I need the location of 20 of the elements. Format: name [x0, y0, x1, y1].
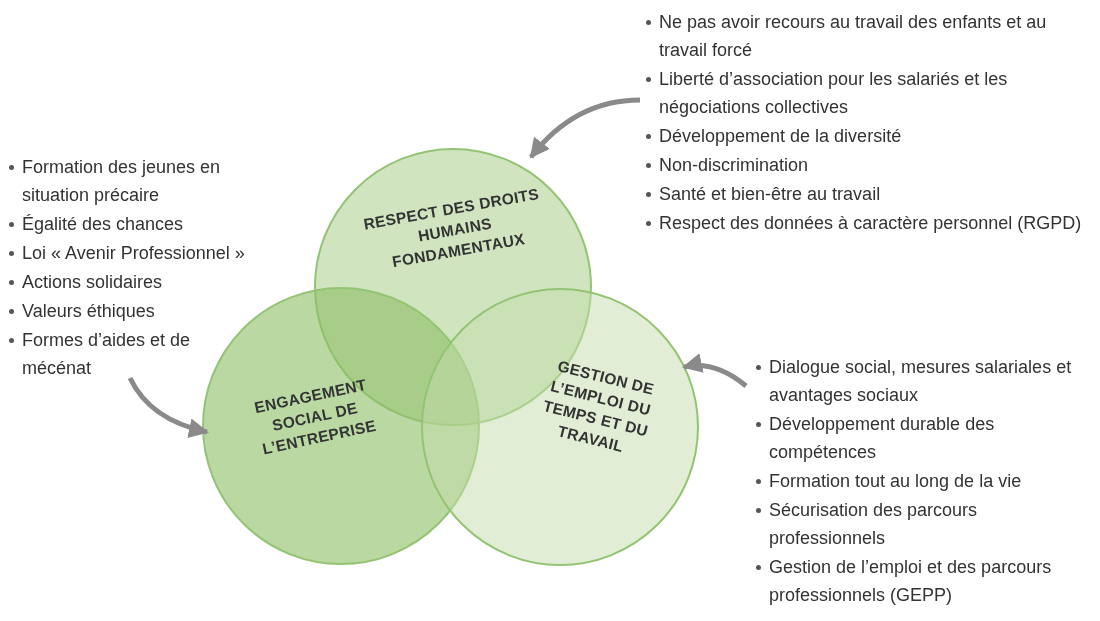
- bullet-item: Formation des jeunes en situation précaire: [8, 153, 258, 209]
- curved-arrow: [529, 97, 641, 159]
- bullet-item: Égalité des chances: [8, 210, 258, 238]
- bullet-item: Formation tout au long de la vie: [755, 467, 1095, 495]
- bullet-item: Actions solidaires: [8, 268, 258, 296]
- bullet-item: Ne pas avoir recours au travail des enfants et au travail forcé: [645, 8, 1095, 64]
- bullet-item: Formes d’aides et de mécénat: [8, 326, 258, 382]
- bullet-item: Sécurisation des parcours professionnels: [755, 496, 1095, 552]
- bullet-item: Respect des données à caractère personnel (RGPD): [645, 209, 1095, 237]
- curved-arrow: [127, 376, 209, 438]
- bullet-item: Loi « Avenir Professionnel »: [8, 239, 258, 267]
- bullet-item: Gestion de l’emploi et des parcours professionnels (GEPP): [755, 553, 1095, 609]
- bullet-item: Valeurs éthiques: [8, 297, 258, 325]
- bullet-item: Non-discrimination: [645, 151, 1095, 179]
- bullet-item: Développement durable des compétences: [755, 410, 1095, 466]
- bullet-item: Développement de la diversité: [645, 122, 1095, 150]
- curved-arrow: [682, 353, 748, 388]
- bullet-item: Dialogue social, mesures salariales et avantages sociaux: [755, 353, 1095, 409]
- bullet-item: Liberté d’association pour les salariés et les négociations collectives: [645, 65, 1095, 121]
- bullet-item: Santé et bien-être au travail: [645, 180, 1095, 208]
